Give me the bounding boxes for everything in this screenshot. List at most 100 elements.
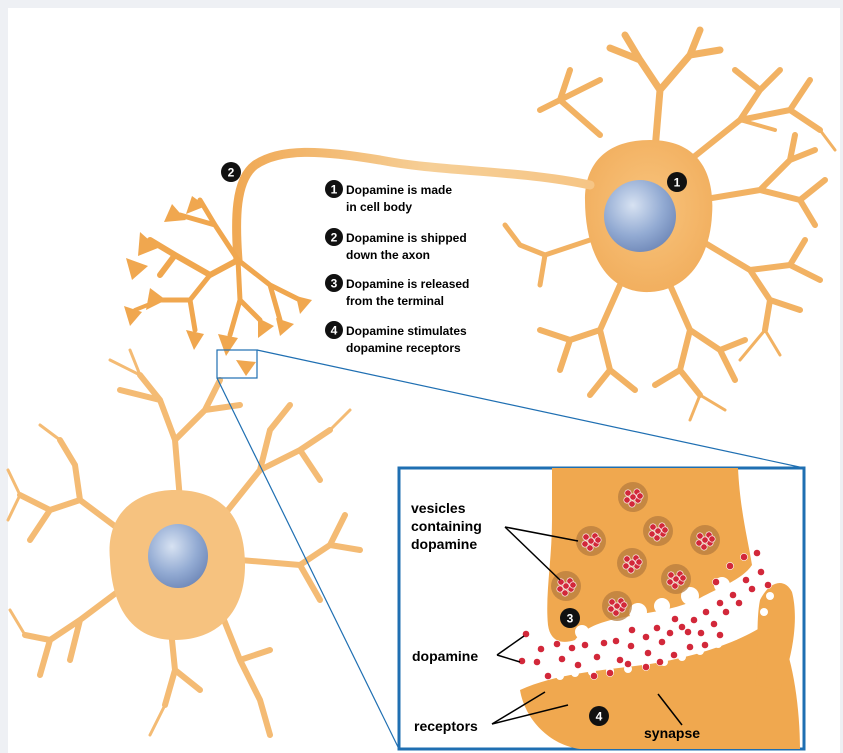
dopamine-molecule	[702, 537, 708, 543]
dopamine-molecule	[614, 603, 620, 609]
lower-neuron-nucleus	[148, 524, 208, 588]
dopamine-molecule	[637, 493, 643, 499]
dopamine-molecule	[678, 623, 685, 630]
dopamine-molecule	[612, 637, 619, 644]
dopamine-molecule	[702, 608, 709, 615]
dopamine-molecule	[606, 669, 613, 676]
dopamine-molecule	[595, 537, 601, 543]
dopamine-molecule	[636, 559, 642, 565]
dopamine-molecule	[558, 655, 565, 662]
dopamine-molecule	[587, 545, 593, 551]
dopamine-molecule	[729, 591, 736, 598]
dopamine-molecule	[533, 658, 540, 665]
svg-text:from the terminal: from the terminal	[346, 294, 444, 308]
synapse-inset: vesicles containing dopamine dopamine re…	[399, 468, 804, 749]
svg-text:1: 1	[674, 176, 681, 190]
dopamine-molecule	[656, 658, 663, 665]
marker-terminal: 3	[560, 608, 580, 628]
dopamine-molecule	[613, 610, 619, 616]
svg-text:2: 2	[331, 231, 338, 245]
dopamine-molecule	[712, 578, 719, 585]
dopamine-molecule	[748, 585, 755, 592]
dopamine-molecule	[701, 544, 707, 550]
svg-text:4: 4	[596, 710, 603, 724]
dopamine-molecule	[735, 599, 742, 606]
svg-text:Dopamine is made: Dopamine is made	[346, 183, 452, 197]
dopamine-molecule	[684, 628, 691, 635]
dopamine-molecule	[616, 656, 623, 663]
svg-text:dopamine: dopamine	[411, 536, 477, 552]
dopamine-molecule	[753, 549, 760, 556]
dopamine-molecule	[742, 576, 749, 583]
dopamine-molecule	[588, 538, 594, 544]
dopamine-molecule	[757, 568, 764, 575]
dopamine-molecule	[563, 583, 569, 589]
dopamine-molecule	[764, 581, 771, 588]
svg-text:3: 3	[567, 612, 574, 626]
dopamine-molecule	[658, 638, 665, 645]
dopamine-molecule	[593, 653, 600, 660]
svg-text:receptors: receptors	[414, 718, 478, 734]
dopamine-molecule	[722, 608, 729, 615]
dopamine-molecule	[570, 582, 576, 588]
dopamine-molecule	[701, 641, 708, 648]
vesicle	[618, 482, 648, 512]
dopamine-molecule	[726, 562, 733, 569]
svg-text:dopamine: dopamine	[412, 648, 478, 664]
dopamine-molecule	[662, 527, 668, 533]
marker-receptor: 4	[589, 706, 609, 726]
svg-text:synapse: synapse	[644, 725, 700, 741]
svg-text:3: 3	[331, 277, 338, 291]
dopamine-molecule	[562, 590, 568, 596]
dopamine-molecule	[629, 560, 635, 566]
dopamine-molecule	[537, 645, 544, 652]
dopamine-molecule	[671, 615, 678, 622]
dopamine-molecule	[568, 644, 575, 651]
vesicle	[661, 564, 691, 594]
dopamine-molecule	[644, 649, 651, 656]
dopamine-molecule	[553, 640, 560, 647]
svg-text:containing: containing	[411, 518, 482, 534]
dopamine-molecule	[680, 575, 686, 581]
svg-text:4: 4	[331, 324, 338, 338]
svg-text:Dopamine stimulates: Dopamine stimulates	[346, 324, 467, 338]
dopamine-molecule	[642, 663, 649, 670]
svg-text:vesicles: vesicles	[411, 500, 466, 516]
dopamine-molecule	[642, 633, 649, 640]
svg-text:Dopamine is shipped: Dopamine is shipped	[346, 231, 467, 245]
dopamine-molecule	[697, 629, 704, 636]
dopamine-molecule	[716, 599, 723, 606]
dopamine-molecule	[716, 631, 723, 638]
dopamine-molecule	[690, 616, 697, 623]
dopamine-molecule	[630, 494, 636, 500]
dopamine-molecule	[600, 639, 607, 646]
svg-text:dopamine receptors: dopamine receptors	[346, 341, 461, 355]
vesicle	[690, 525, 720, 555]
dopamine-molecule	[740, 553, 747, 560]
svg-text:down the axon: down the axon	[346, 248, 430, 262]
dopamine-molecule	[624, 660, 631, 667]
dopamine-molecule	[628, 567, 634, 573]
vesicle	[617, 548, 647, 578]
dopamine-molecule	[710, 620, 717, 627]
marker-axon: 2	[221, 162, 241, 182]
dopamine-molecule	[654, 535, 660, 541]
dopamine-molecule	[653, 624, 660, 631]
dopamine-molecule	[574, 661, 581, 668]
dopamine-molecule	[666, 629, 673, 636]
svg-text:in cell body: in cell body	[346, 200, 412, 214]
vesicle	[602, 591, 632, 621]
dopamine-molecule	[627, 642, 634, 649]
dopamine-molecule	[518, 657, 525, 664]
dopamine-molecule	[621, 602, 627, 608]
dopamine-molecule	[686, 643, 693, 650]
marker-cell-body: 1	[667, 172, 687, 192]
vesicle	[576, 526, 606, 556]
dopamine-molecule	[629, 501, 635, 507]
dopamine-molecule	[672, 583, 678, 589]
svg-text:Dopamine is released: Dopamine is released	[346, 277, 469, 291]
vesicle	[643, 516, 673, 546]
svg-text:2: 2	[228, 166, 235, 180]
dopamine-molecule	[670, 651, 677, 658]
